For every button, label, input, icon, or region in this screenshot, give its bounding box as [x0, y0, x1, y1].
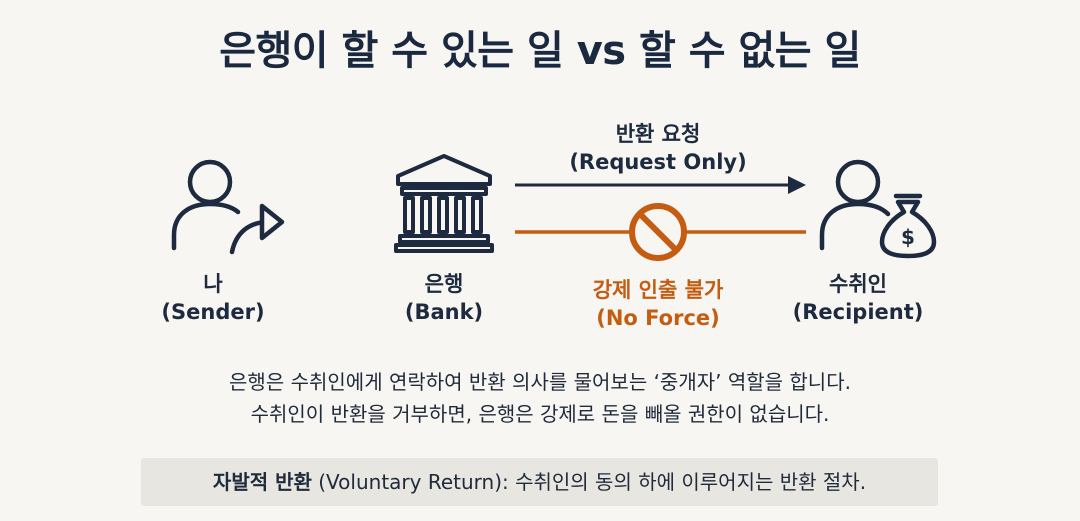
bank-name: 은행 [424, 272, 464, 296]
description: 은행은 수취인에게 연락하여 반환 의사를 물어보는 ‘중개자’ 역할을 합니다… [0, 366, 1080, 430]
bank-building-icon [394, 154, 494, 253]
description-line-1: 은행은 수취인에게 연락하여 반환 의사를 물어보는 ‘중개자’ 역할을 합니다… [229, 370, 851, 394]
person-money-bag-icon [819, 159, 937, 259]
bank-sub: (Bank) [404, 300, 484, 324]
request-label-sub: (Request Only) [569, 150, 747, 174]
bank-label: 은행 (Bank) [374, 270, 514, 326]
note-box: 자발적 반환 (Voluntary Return): 수취인의 동의 하에 이루… [141, 458, 938, 506]
page-title: 은행이 할 수 있는 일 vs 할 수 없는 일 [219, 28, 861, 74]
force-label: 강제 인출 불가 (No Force) [560, 276, 756, 332]
force-label-sub: (No Force) [596, 306, 720, 330]
force-label-main: 강제 인출 불가 [592, 278, 724, 302]
recipient-label: 수취인 (Recipient) [778, 270, 938, 326]
sender-label: 나 (Sender) [143, 270, 283, 326]
sender-sub: (Sender) [161, 300, 265, 324]
recipient-name: 수취인 [829, 272, 887, 296]
request-label: 반환 요청 (Request Only) [540, 120, 776, 176]
sender-name: 나 [203, 272, 223, 296]
request-label-main: 반환 요청 [615, 122, 701, 146]
prohibited-icon [629, 203, 687, 261]
note-text: (Voluntary Return): 수취인의 동의 하에 이루어지는 반환 … [311, 470, 867, 494]
note-term: 자발적 반환 [212, 470, 312, 494]
recipient-sub: (Recipient) [792, 300, 924, 324]
currency-symbol: $ [901, 225, 915, 249]
description-line-2: 수취인이 반환을 거부하면, 은행은 강제로 돈을 빼올 권한이 없습니다. [250, 402, 830, 426]
person-send-icon [171, 159, 285, 255]
request-arrow [515, 176, 806, 194]
